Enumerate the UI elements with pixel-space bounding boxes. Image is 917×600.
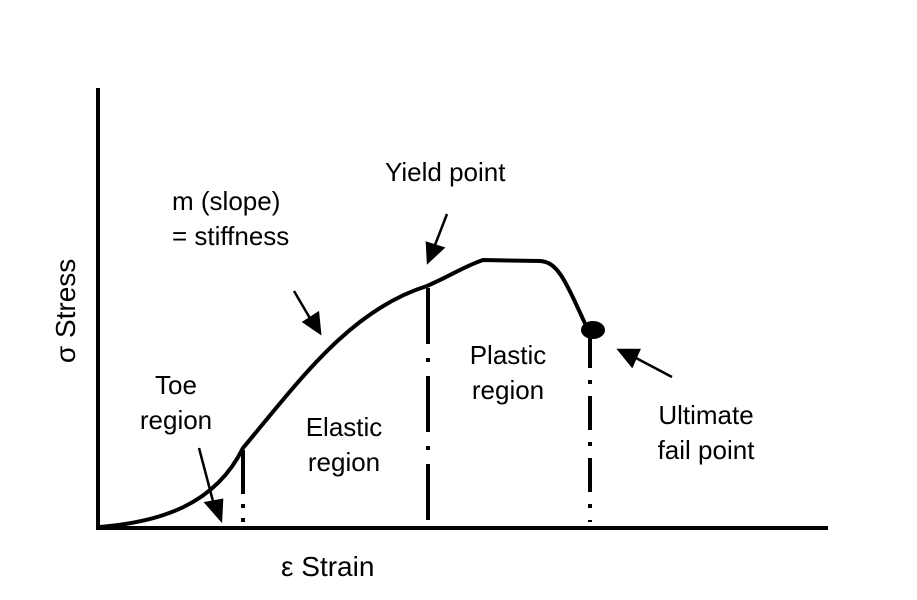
elastic-region-label-line2: region: [307, 447, 381, 478]
ultimate-fail-point-marker: [581, 321, 605, 339]
yield-point-arrow: [425, 213, 449, 265]
elastic-region-label: Elastic region: [294, 410, 394, 480]
ultimate-fail-point-arrow: [616, 348, 673, 379]
stress-strain-curve: [98, 257, 590, 529]
slope-label-line2: = stiffness: [172, 221, 290, 252]
ultimate-fail-point-label-line2: fail point: [657, 435, 755, 466]
yield-point-label: Yield point: [385, 157, 506, 187]
plastic-region-label: Plastic region: [456, 338, 560, 408]
toe-region-label-line1: Toe: [155, 370, 197, 400]
toe-region-arrow: [197, 447, 224, 524]
slope-arrow: [292, 290, 322, 336]
ultimate-fail-point-label-line1: Ultimate: [658, 400, 754, 430]
ultimate-fail-point-label: Ultimate fail point: [636, 398, 776, 468]
toe-region-label-line2: region: [139, 405, 213, 436]
slope-label: m (slope) = stiffness: [172, 184, 289, 254]
y-axis-label: σ Stress: [50, 258, 82, 364]
elastic-region-label-line1: Elastic: [305, 412, 383, 442]
toe-region-label: Toe region: [130, 368, 222, 438]
plastic-region-label-line2: region: [471, 375, 545, 406]
slope-label-line1: m (slope): [172, 186, 281, 216]
plastic-region-label-line1: Plastic: [469, 340, 547, 370]
x-axis-label: ε Strain: [281, 551, 375, 582]
